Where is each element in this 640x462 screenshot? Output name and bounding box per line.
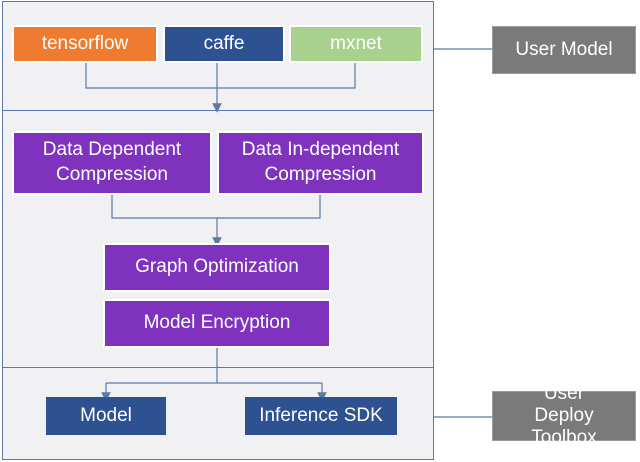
data-dependent-compression-box: Data Dependent Compression — [12, 131, 212, 195]
tensorflow-box: tensorflow — [12, 25, 158, 63]
caffe-box: caffe — [163, 25, 285, 63]
data-independent-compression-box: Data In-dependent Compression — [217, 131, 424, 195]
graph-optimization-box: Graph Optimization — [103, 243, 331, 292]
section-divider-bottom — [2, 367, 434, 368]
user-deploy-toolbox-label: User Deploy Toolbox — [492, 383, 636, 448]
user-model-label: User Model — [492, 26, 636, 74]
mxnet-box: mxnet — [289, 25, 423, 63]
inference-sdk-box: Inference SDK — [245, 397, 397, 435]
model-encryption-box: Model Encryption — [103, 299, 331, 348]
model-box: Model — [46, 397, 166, 435]
